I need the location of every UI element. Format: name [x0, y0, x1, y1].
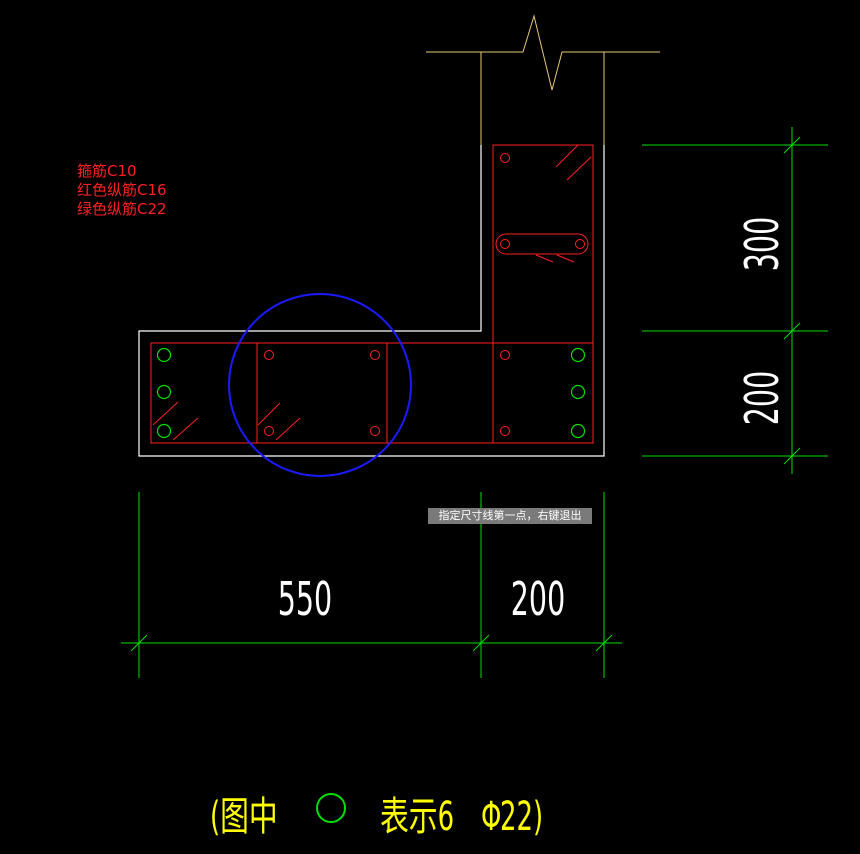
section-outline [138, 145, 605, 457]
red-bar [500, 426, 510, 436]
green-bar [570, 384, 586, 400]
green-bar [570, 347, 586, 363]
green-bar [156, 423, 172, 439]
bottom-dimension-lines [121, 492, 622, 678]
rebar-legend: 箍筋C10 红色纵筋C16 绿色纵筋C22 [77, 162, 167, 219]
dim-550: 550 [278, 573, 332, 627]
dim-300: 300 [736, 217, 790, 271]
green-bar-symbol [316, 793, 346, 823]
bar-symbol: Φ [481, 794, 501, 840]
command-prompt-tooltip: 指定尺寸线第一点，右键退出 [428, 508, 592, 524]
wall-break-line [426, 14, 660, 145]
green-bar [156, 384, 172, 400]
red-bar [370, 350, 380, 360]
note-suffix: 表示6 [380, 794, 454, 840]
red-longitudinal-bars [264, 153, 585, 436]
red-bar [575, 239, 585, 249]
red-bar [500, 239, 510, 249]
stirrup-hook [535, 254, 554, 263]
red-bar [370, 426, 380, 436]
highlight-circle [228, 293, 412, 477]
red-bar [264, 426, 274, 436]
stirrup-hook [555, 144, 579, 168]
dim-200-bottom: 200 [511, 573, 565, 627]
stirrups [150, 144, 594, 444]
green-bar [570, 423, 586, 439]
stirrup-hook [257, 402, 281, 426]
stirrup-hook [566, 156, 592, 181]
bottom-note: (图中 表示6 Φ 22) [210, 793, 543, 840]
right-dimension-lines [642, 127, 828, 474]
stirrup-hook [152, 401, 179, 426]
cross-tie [495, 233, 589, 255]
green-longitudinal-bars [156, 347, 586, 439]
red-bar [500, 350, 510, 360]
stirrup-hook [275, 417, 301, 441]
note-bar-spec: 22) [500, 794, 543, 840]
green-bar [156, 347, 172, 363]
stirrup-hook [556, 254, 575, 263]
dimension-labels: 550 200 300 200 [278, 217, 790, 627]
stirrup-inner [256, 342, 388, 444]
red-bar [264, 350, 274, 360]
note-prefix: (图中 [210, 794, 278, 840]
dim-200-right: 200 [736, 371, 790, 425]
red-bar [500, 153, 510, 163]
legend-stirrup: 箍筋C10 [77, 162, 137, 180]
stirrup-hook [172, 417, 199, 441]
legend-green-bar: 绿色纵筋C22 [77, 200, 167, 218]
legend-red-bar: 红色纵筋C16 [77, 181, 167, 199]
